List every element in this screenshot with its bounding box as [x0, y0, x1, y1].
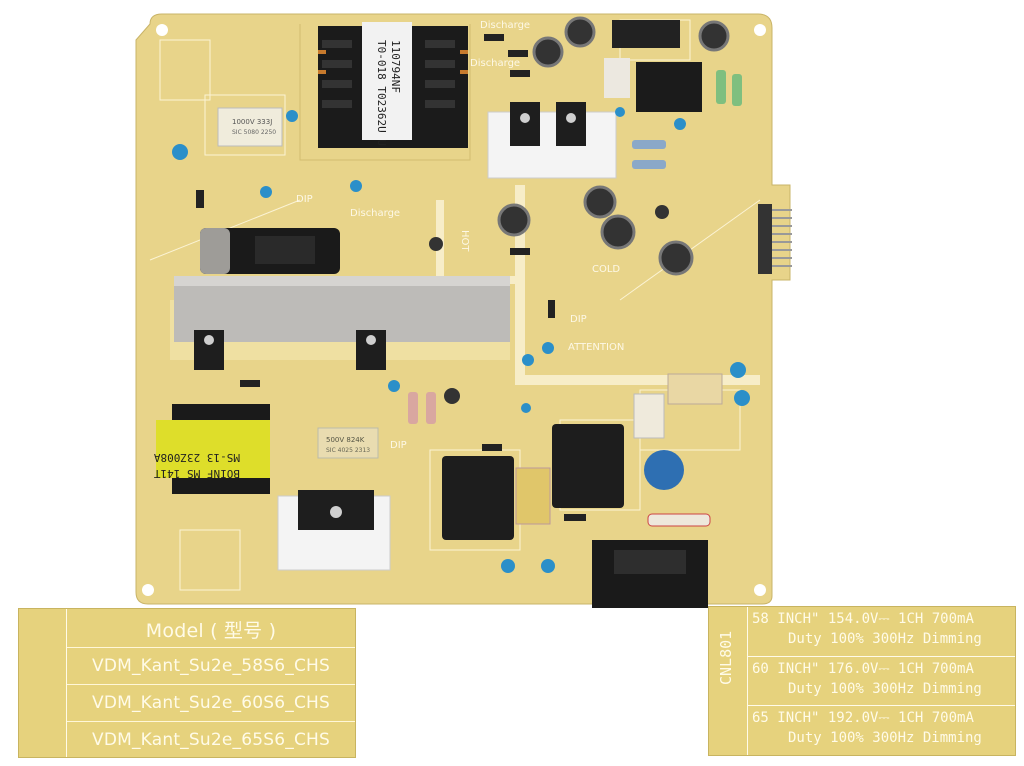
fuse-holder	[633, 393, 665, 439]
model-row-65: VDM_Kant_Su2e_65S6_CHS	[67, 721, 355, 758]
x-capacitor-2-label-1: 500V 824K	[326, 436, 365, 444]
standby-transformer-label-1: BOINF MS 141T	[154, 467, 240, 480]
spec-row-65-line2: Duty 100% 300Hz Dimming	[788, 730, 982, 746]
spec-row-60: 60 INCH" 176.0V⎓ 1CH 700mA Duty 100% 300…	[748, 656, 1015, 704]
connector-label: CNL801	[717, 630, 735, 685]
label-discharge-2: Discharge	[470, 58, 520, 69]
label-attention: ATTENTION	[568, 342, 624, 353]
spec-row-60-line1: 60 INCH" 176.0V⎓ 1CH 700mA	[752, 661, 974, 677]
x-capacitor-2-label-2: SIC 4025 2313	[326, 447, 370, 454]
spec-row-58-line2: Duty 100% 300Hz Dimming	[788, 631, 982, 647]
bulk-capacitor	[200, 228, 340, 274]
x-capacitor-2: 500V 824K SIC 4025 2313	[317, 427, 379, 459]
y-capacitor-2	[667, 373, 723, 405]
output-heatsink	[487, 102, 617, 179]
top-connector	[612, 20, 680, 48]
varistor	[644, 450, 684, 490]
pin-header	[758, 204, 792, 274]
model-row-60: VDM_Kant_Su2e_60S6_CHS	[67, 684, 355, 721]
label-dip-1: DIP	[296, 194, 313, 205]
main-transformer-label-2: T0-018 T02362U U	[375, 40, 388, 146]
diodes	[196, 34, 586, 521]
main-transformer: 110794NF T0-018 T02362U U	[318, 22, 468, 148]
label-discharge-3: Discharge	[350, 208, 400, 219]
common-mode-choke-1	[442, 456, 514, 540]
ac-input-connector	[592, 540, 708, 608]
main-heatsink	[174, 276, 510, 370]
model-table: Model ( 型号 ) VDM_Kant_Su2e_58S6_CHS VDM_…	[18, 608, 356, 758]
main-transformer-label-1: 110794NF	[389, 40, 402, 93]
bridge-heatsink	[277, 490, 391, 571]
label-cold: COLD	[592, 264, 620, 275]
model-table-divider	[66, 609, 67, 757]
x-capacitor-1-label-2: SIC 5080 2250	[232, 129, 276, 136]
label-dip-3: DIP	[390, 440, 407, 451]
model-row-58: VDM_Kant_Su2e_58S6_CHS	[67, 647, 355, 684]
label-discharge-1: Discharge	[480, 20, 530, 31]
common-mode-choke-2	[552, 424, 624, 508]
spec-row-65: 65 INCH" 192.0V⎓ 1CH 700mA Duty 100% 300…	[748, 705, 1015, 753]
resistors	[408, 70, 742, 424]
relay-box	[604, 58, 630, 98]
output-transformer	[636, 62, 702, 112]
connector-label-cell: CNL801	[709, 607, 748, 755]
standby-transformer: BOINF MS 141T MS-13 23Z008A	[154, 404, 270, 494]
fuse	[647, 513, 711, 527]
spec-row-60-line2: Duty 100% 300Hz Dimming	[788, 681, 982, 697]
x-capacitor-1: 1000V 333J SIC 5080 2250	[217, 107, 283, 147]
label-hot: HOT	[459, 230, 470, 252]
model-table-header: Model ( 型号 )	[145, 619, 277, 642]
spec-row-58: 58 INCH" 154.0V⎓ 1CH 700mA Duty 100% 300…	[748, 607, 1015, 654]
ceramic-capacitors	[172, 107, 750, 573]
y-capacitor-1	[515, 467, 551, 525]
led-spec-table: CNL801 58 INCH" 154.0V⎓ 1CH 700mA Duty 1…	[708, 606, 1016, 756]
x-capacitor-1-label-1: 1000V 333J	[232, 118, 272, 126]
electrolytic-capacitors	[429, 16, 730, 404]
label-dip-2: DIP	[570, 314, 587, 325]
standby-transformer-label-2: MS-13 23Z008A	[154, 451, 240, 464]
spec-row-65-line1: 65 INCH" 192.0V⎓ 1CH 700mA	[752, 710, 974, 726]
spec-row-58-line1: 58 INCH" 154.0V⎓ 1CH 700mA	[752, 611, 974, 627]
